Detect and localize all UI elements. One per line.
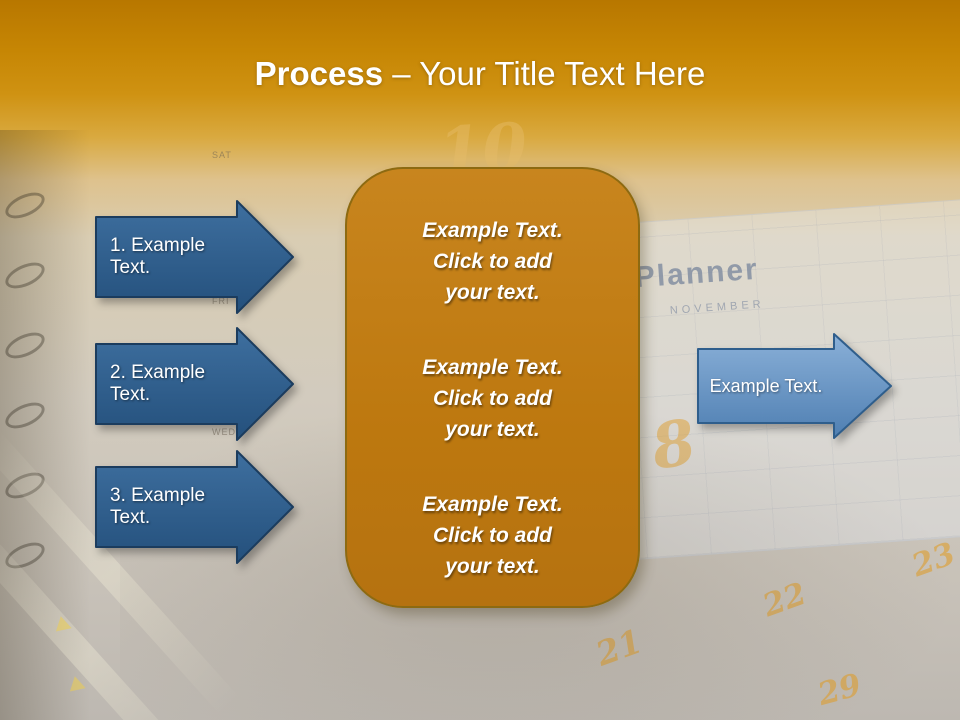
planner-subtitle-text: NOVEMBER [669,298,766,317]
watermark-number: 8 [645,404,702,485]
output-arrow[interactable]: Example Text. [697,332,893,440]
center-paragraph-1: Example Text. Click to add your text. [422,219,563,304]
process-step-1-label: 1. Example Text. [110,235,206,278]
slide-title: Process – Your Title Text Here [0,55,960,93]
calendar-day-label: SAT [212,150,232,160]
binder-ring [1,397,49,434]
block-arrow-icon [95,450,294,564]
binder-ring [1,467,49,504]
process-step-3-label: 3. Example Text. [110,485,206,528]
block-arrow-icon [95,200,294,314]
output-arrow-label: Example Text. [709,375,823,396]
center-paragraph-3: Example Text. Click to add your text. [422,493,563,578]
process-step-1-arrow[interactable]: 1. Example Text. [95,199,295,315]
watermark-number: 22 [758,575,811,625]
watermark-number: 21 [590,621,648,674]
title-bold-text: Process [254,55,384,92]
yellow-mark [69,676,89,696]
binder-ring [1,187,49,224]
process-step-2-arrow[interactable]: 2. Example Text. [95,326,295,442]
process-step-3-arrow[interactable]: 3. Example Text. [95,449,295,565]
yellow-mark [55,616,75,636]
block-arrow-icon [95,327,294,441]
watermark-number: 29 [814,667,866,713]
spiral-binding-strip [0,130,90,720]
block-arrow-icon [697,333,892,439]
center-paragraph-2: Example Text. Click to add your text. [422,356,563,441]
process-step-2-label: 2. Example Text. [110,362,206,405]
binder-ring [1,537,49,574]
binder-ring [1,327,49,364]
watermark-number: 23 [907,535,960,585]
title-rest-text: – Your Title Text Here [383,55,706,92]
center-text-box[interactable]: Example Text. Click to add your text. Ex… [345,167,640,608]
binder-ring [1,257,49,294]
